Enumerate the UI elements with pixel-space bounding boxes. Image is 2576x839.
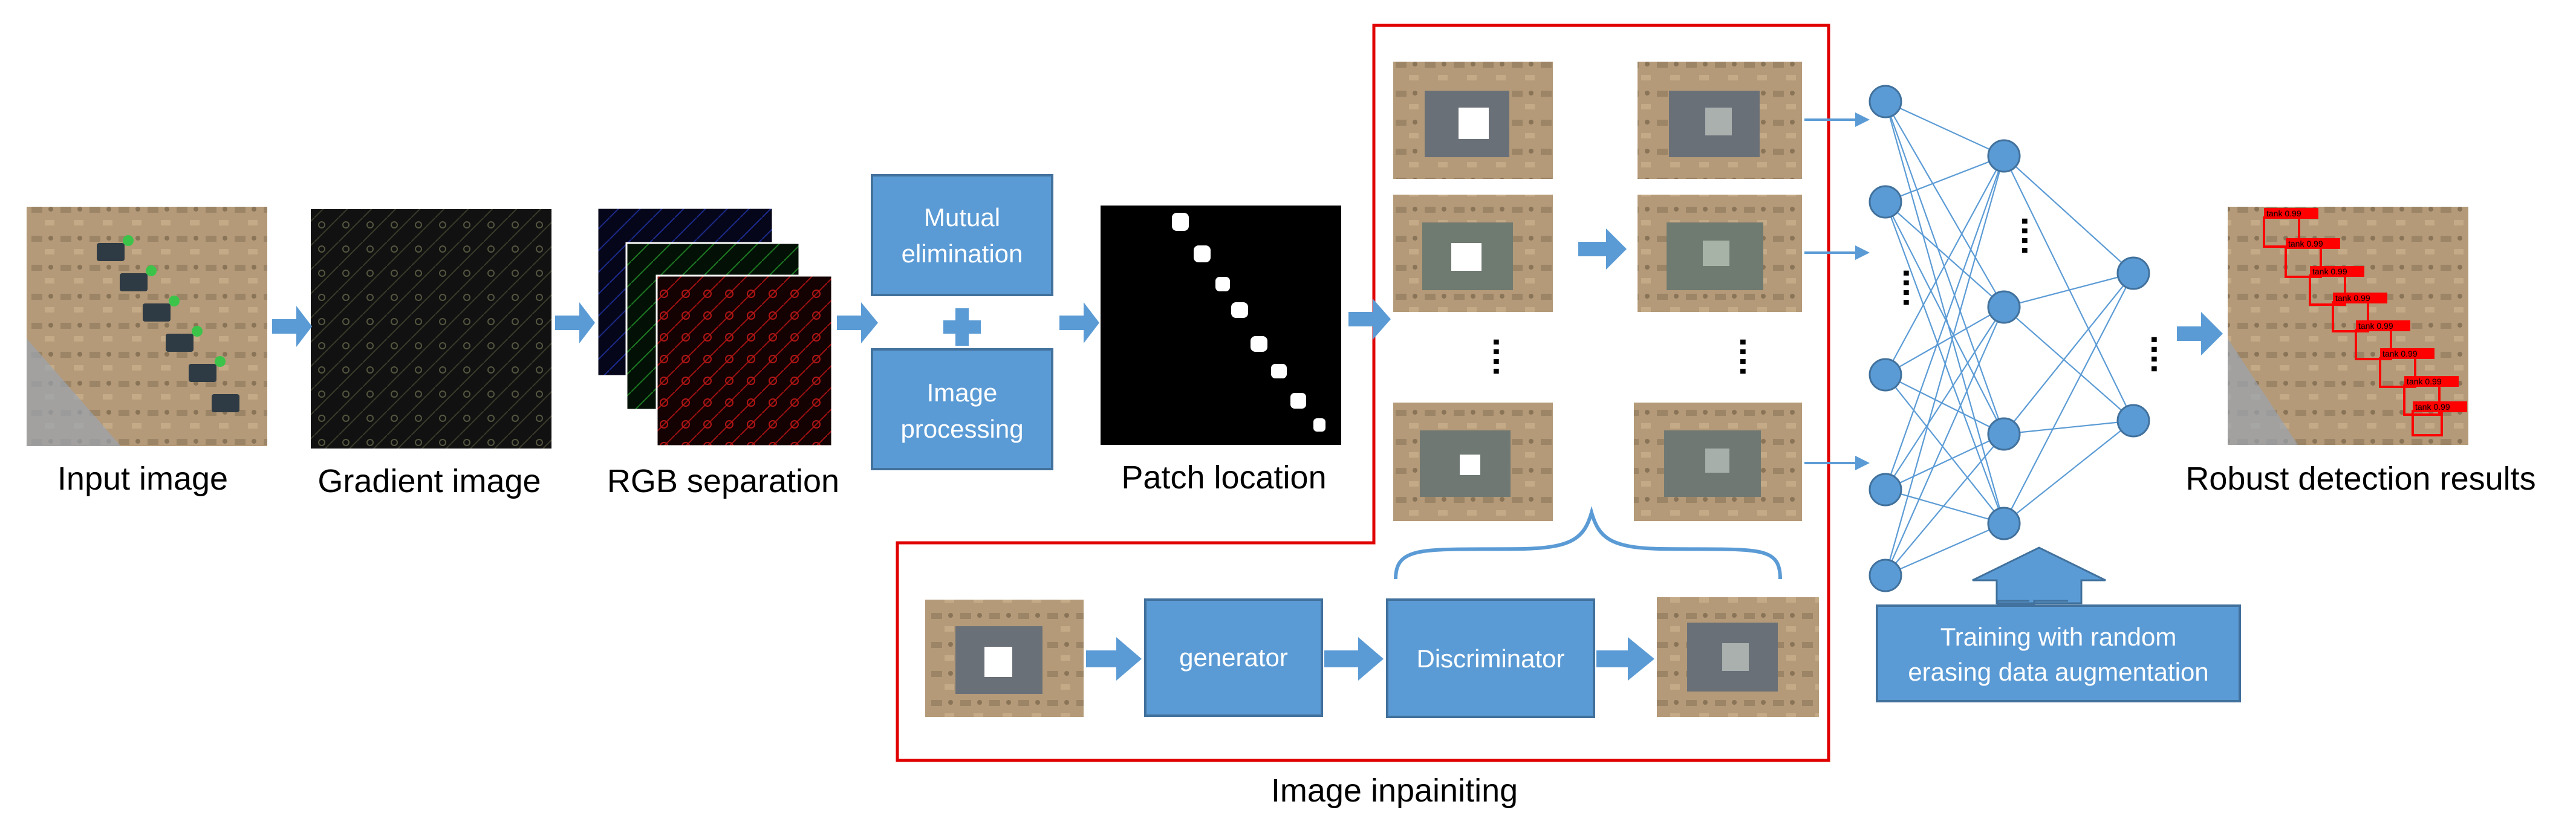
neural-network (1884, 101, 2134, 577)
svg-text:Discriminator: Discriminator (1416, 644, 1564, 673)
arrow-rgb-to-boxes (837, 302, 878, 343)
input-node (1869, 85, 1902, 118)
svg-text:Image: Image (927, 378, 998, 407)
svg-text:Mutual: Mutual (924, 203, 1000, 232)
network-ellipsis-2: .... (2014, 216, 2054, 255)
hidden-node (1987, 290, 2021, 324)
arrow-mask-to-inpaint (1578, 228, 1627, 270)
svg-text:generator: generator (1179, 643, 1288, 672)
patch-ellipsis-right: .... (1732, 337, 1772, 376)
inpainted-patch-1 (1638, 62, 1802, 179)
detection-label: tank 0.99 (2335, 293, 2370, 303)
svg-text:Training with random: Training with random (1940, 623, 2177, 651)
arrow-boxes-to-patch (1059, 302, 1099, 343)
detection-label: tank 0.99 (2358, 321, 2393, 331)
svg-text:erasing data augmentation: erasing data augmentation (1908, 658, 2208, 686)
main-arrows (272, 299, 2223, 355)
detection-label: tank 0.99 (2415, 402, 2450, 412)
discriminator-box: Discriminator (1386, 598, 1595, 718)
hidden-node (1987, 139, 2021, 173)
detection-label: tank 0.99 (2288, 239, 2323, 248)
arrow-to-output (1596, 637, 1654, 681)
detection-label: tank 0.99 (2312, 267, 2347, 276)
image-processing-box: Image processing (871, 348, 1053, 470)
output-node (2116, 256, 2150, 290)
rgb-separation-stack (596, 207, 833, 447)
detection-label: tank 0.99 (2266, 209, 2301, 218)
hidden-node (1987, 417, 2021, 451)
svg-text:processing: processing (900, 415, 1023, 443)
masked-patch-2 (1393, 195, 1553, 312)
generator-box: generator (1144, 598, 1323, 717)
detection-label: tank 0.99 (2382, 349, 2418, 358)
inpaint-input-patch (925, 600, 1084, 717)
network-nodes (1869, 85, 2150, 592)
arrow-to-generator (1086, 637, 1142, 681)
patch-location-image (1101, 206, 1341, 445)
detection-label: tank 0.99 (2407, 377, 2442, 386)
inpaint-output-patch (1657, 597, 1819, 717)
input-node (1869, 559, 1902, 592)
plus-icon (943, 308, 981, 346)
patch-ellipsis-left: .... (1486, 337, 1525, 376)
input-image (27, 207, 267, 446)
network-ellipsis-3: .... (2144, 335, 2183, 374)
detection-result-image: tank 0.99 tank 0.99 tank 0.99 tank 0.99 … (2228, 207, 2468, 445)
arrow-net-to-result (2177, 312, 2223, 355)
input-image-label: Input image (57, 461, 228, 497)
masked-patch-3 (1393, 403, 1553, 521)
svg-text:elimination: elimination (902, 239, 1023, 268)
inpainted-patch-2 (1638, 195, 1802, 312)
output-node (2116, 404, 2150, 438)
arrow-input-to-gradient (272, 306, 312, 347)
gradient-image (311, 209, 551, 449)
input-node (1869, 358, 1902, 392)
input-node (1869, 473, 1902, 507)
training-up-arrow (1972, 546, 2106, 606)
hidden-node (1987, 507, 2021, 540)
rgb-separation-label: RGB separation (607, 463, 839, 499)
arrow-gradient-to-rgb (555, 302, 595, 343)
inpainted-patch-3 (1634, 403, 1802, 521)
training-box: Training with random erasing data augmen… (1876, 604, 2241, 702)
robust-detection-label: Robust detection results (2185, 461, 2535, 497)
arrow-patch-to-inpaint (1348, 299, 1391, 340)
curly-brace (1394, 506, 1782, 580)
arrow-to-discriminator (1324, 637, 1384, 681)
network-ellipsis-1: .... (1896, 268, 1935, 307)
image-inpainting-label: Image inpainiting (1271, 773, 1518, 809)
feed-arrows (1804, 112, 1870, 470)
input-node (1869, 185, 1902, 219)
patch-location-label: Patch location (1121, 459, 1326, 496)
image-inpainting-region (896, 24, 1830, 762)
masked-patch-1 (1393, 62, 1553, 179)
gradient-image-label: Gradient image (317, 463, 541, 499)
mutual-elimination-box: Mutual elimination (871, 174, 1053, 296)
